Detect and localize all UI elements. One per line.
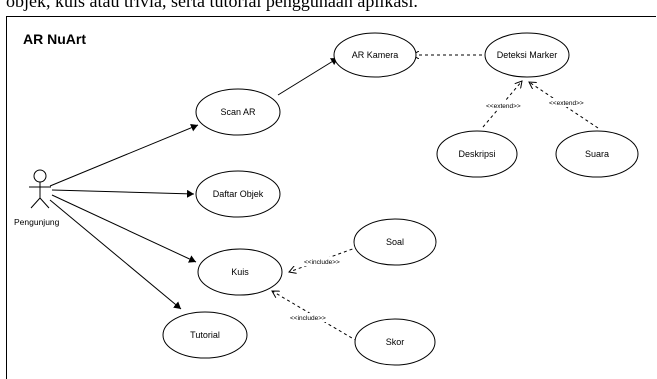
use-case-label-suara: Suara (585, 149, 609, 159)
use-case-kuis[interactable] (197, 248, 283, 296)
use-case-label-ar-kamera: AR Kamera (352, 50, 399, 60)
use-case-ar-kamera[interactable] (333, 32, 417, 78)
association-tutorial (49, 199, 182, 310)
diagram-title: AR NuArt (23, 31, 86, 47)
use-case-label-skor: Skor (386, 337, 405, 347)
association-scan-ar-ar-kamera (277, 57, 339, 96)
use-case-skor[interactable] (354, 318, 436, 366)
use-case-tutorial[interactable] (162, 311, 248, 359)
include-label-soal: <<include>> (304, 259, 340, 266)
use-case-daftar-objek[interactable] (195, 170, 281, 218)
use-case-soal[interactable] (353, 218, 437, 266)
use-case-label-deteksi-marker: Deteksi Marker (497, 50, 558, 60)
use-case-label-scan-ar: Scan AR (220, 107, 256, 117)
page-caption: objek, kuis atau trivia, serta tutorial … (6, 0, 418, 11)
relation-suara-extend (529, 82, 599, 129)
association-scan-ar (49, 123, 199, 187)
association-daftar-objek (51, 189, 195, 198)
use-case-deskripsi[interactable] (436, 130, 518, 178)
association-kuis (51, 194, 197, 263)
use-case-label-kuis: Kuis (231, 267, 249, 277)
use-case-label-tutorial: Tutorial (190, 330, 220, 340)
use-case-label-deskripsi: Deskripsi (458, 149, 495, 159)
actor-label: Pengunjung (14, 217, 60, 227)
use-case-suara[interactable] (555, 130, 639, 178)
extend-label-deskripsi: <<extend>> (486, 103, 521, 110)
extend-label-suara: <<extend>> (549, 100, 584, 107)
use-case-scan-ar[interactable] (195, 88, 281, 136)
include-label-skor: <<include>> (290, 315, 326, 322)
actor-stick-figure (29, 169, 51, 209)
use-case-label-daftar-objek: Daftar Objek (213, 189, 264, 199)
use-case-label-soal: Soal (386, 237, 404, 247)
use-case-deteksi-marker[interactable] (484, 32, 570, 78)
diagram-frame (6, 16, 656, 379)
